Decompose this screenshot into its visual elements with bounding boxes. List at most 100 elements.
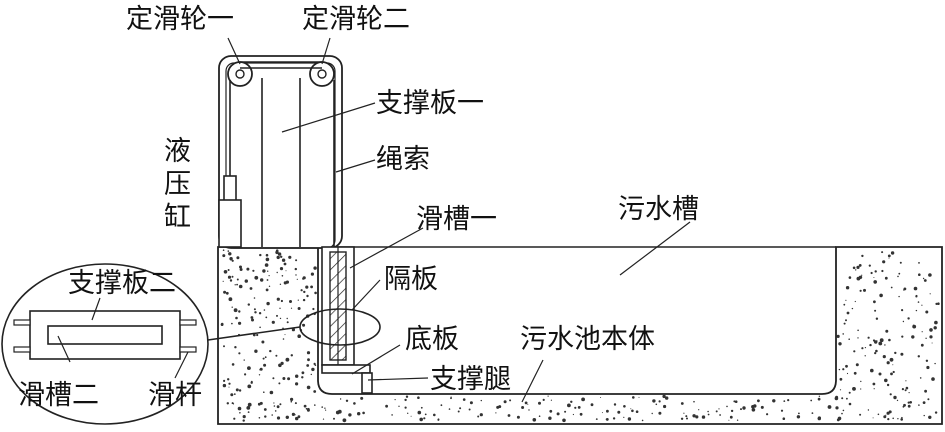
concrete-speckle	[907, 401, 910, 404]
concrete-speckle	[817, 416, 821, 421]
support-leg	[361, 372, 373, 394]
concrete-speckle	[846, 372, 849, 375]
concrete-speckle	[868, 264, 871, 267]
concrete-speckle	[854, 300, 856, 303]
concrete-speckle	[278, 363, 282, 368]
concrete-speckle	[283, 281, 287, 285]
concrete-speckle	[269, 349, 272, 353]
concrete-speckle	[521, 406, 525, 409]
concrete-speckle	[848, 402, 852, 406]
concrete-speckle	[480, 399, 482, 402]
concrete-speckle	[238, 321, 242, 325]
concrete-speckle	[322, 418, 325, 420]
concrete-speckle	[783, 400, 786, 402]
concrete-speckle	[223, 290, 227, 294]
concrete-speckle	[229, 279, 233, 282]
concrete-speckle	[683, 412, 685, 414]
concrete-speckle	[917, 355, 920, 358]
label-partition: 隔板	[384, 264, 438, 295]
concrete-speckle	[227, 250, 230, 252]
concrete-speckle	[303, 404, 307, 408]
concrete-speckle	[294, 414, 296, 416]
concrete-speckle	[294, 402, 297, 405]
concrete-speckle	[268, 285, 271, 287]
concrete-speckle	[306, 351, 311, 355]
concrete-speckle	[275, 354, 278, 357]
concrete-speckle	[874, 352, 877, 355]
concrete-speckle	[233, 308, 238, 313]
concrete-speckle	[261, 340, 265, 344]
concrete-speckle	[929, 293, 931, 295]
concrete-speckle	[225, 291, 229, 295]
label-fixed-pulley-1: 定滑轮一	[126, 4, 234, 35]
concrete-speckle	[228, 252, 232, 256]
concrete-speckle	[878, 341, 883, 346]
concrete-speckle	[276, 255, 280, 260]
concrete-speckle	[263, 391, 265, 394]
concrete-speckle	[419, 417, 424, 422]
concrete-speckle	[890, 372, 893, 376]
concrete-speckle	[311, 367, 315, 372]
concrete-speckle	[279, 317, 282, 320]
concrete-speckle	[286, 321, 289, 324]
label-hydraulic-cylinder-2: 压	[164, 169, 191, 200]
concrete-speckle	[631, 409, 634, 413]
concrete-speckle	[889, 393, 892, 396]
concrete-speckle	[909, 401, 912, 404]
concrete-speckle	[247, 303, 250, 306]
concrete-speckle	[617, 410, 621, 414]
concrete-speckle	[890, 286, 893, 289]
concrete-speckle	[285, 357, 290, 362]
concrete-speckle	[635, 410, 639, 414]
concrete-speckle	[550, 399, 553, 401]
concrete-speckle	[303, 290, 306, 294]
concrete-speckle	[751, 408, 756, 412]
concrete-speckle	[859, 289, 862, 292]
concrete-speckle	[875, 349, 878, 353]
concrete-speckle	[883, 415, 887, 419]
concrete-speckle	[495, 412, 497, 414]
concrete-speckle	[235, 316, 238, 320]
concrete-speckle	[782, 417, 786, 421]
concrete-speckle	[278, 382, 281, 385]
concrete-speckle	[362, 411, 365, 415]
concrete-speckle	[818, 395, 821, 397]
concrete-speckle	[843, 303, 846, 306]
concrete-speckle	[882, 260, 886, 264]
concrete-speckle	[884, 344, 886, 346]
concrete-speckle	[655, 403, 658, 406]
concrete-speckle	[281, 258, 286, 262]
concrete-speckle	[300, 289, 303, 292]
concrete-speckle	[223, 345, 225, 348]
concrete-speckle	[680, 417, 684, 420]
concrete-speckle	[294, 267, 297, 271]
concrete-speckle	[772, 399, 776, 403]
concrete-speckle	[652, 399, 656, 403]
concrete-speckle	[295, 259, 298, 262]
concrete-speckle	[884, 378, 888, 383]
concrete-speckle	[692, 414, 696, 418]
concrete-speckle	[310, 272, 314, 276]
concrete-speckle	[342, 418, 347, 423]
concrete-speckle	[252, 269, 255, 272]
concrete-speckle	[875, 317, 879, 320]
concrete-speckle	[228, 382, 231, 385]
concrete-speckle	[247, 411, 250, 413]
concrete-speckle	[532, 418, 537, 422]
concrete-speckle	[601, 412, 603, 414]
concrete-speckle	[404, 398, 407, 402]
concrete-speckle	[874, 270, 877, 273]
concrete-speckle	[273, 402, 275, 404]
concrete-speckle	[305, 407, 308, 410]
concrete-speckle	[884, 276, 888, 280]
concrete-speckle	[234, 346, 237, 349]
concrete-speckle	[260, 278, 264, 282]
concrete-speckle	[279, 307, 281, 309]
concrete-speckle	[718, 408, 720, 410]
concrete-speckle	[917, 301, 920, 303]
concrete-speckle	[901, 309, 904, 312]
concrete-speckle	[266, 301, 270, 306]
concrete-speckle	[407, 412, 409, 414]
concrete-speckle	[302, 298, 306, 302]
concrete-speckle	[281, 275, 284, 277]
